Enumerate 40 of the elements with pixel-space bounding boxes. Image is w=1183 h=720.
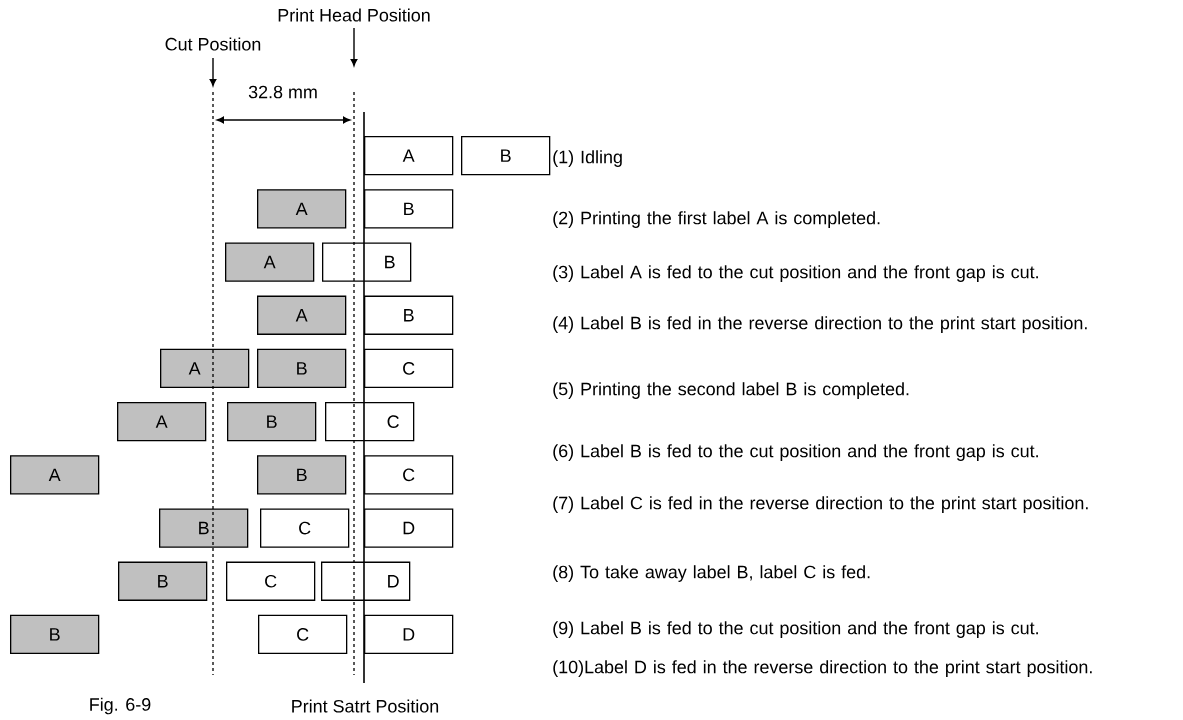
- label-box: B: [364, 295, 454, 335]
- label-box: B: [159, 508, 249, 548]
- label-box: C: [364, 348, 454, 389]
- label-box: A: [10, 455, 100, 495]
- label-box: B: [118, 561, 208, 601]
- label-box: B: [10, 614, 100, 655]
- label-box: B: [257, 348, 347, 389]
- label-box: B: [322, 242, 412, 282]
- label-box: B: [364, 189, 454, 229]
- step-text: (2) Printing the first label A is completed.: [553, 211, 880, 228]
- step-text: (8) To take away label B, label C is fed.: [553, 565, 870, 582]
- label-box: A: [225, 242, 315, 282]
- step-text: (4) Label B is fed in the reverse direction to the print start position.: [553, 316, 1087, 333]
- label-box: C: [325, 402, 415, 442]
- label-box: A: [257, 295, 347, 335]
- label-box: C: [226, 561, 316, 601]
- label-box: C: [258, 614, 348, 655]
- step-text: (9) Label B is fed to the cut position and the front gap is cut.: [553, 621, 1038, 638]
- step-text: (3) Label A is fed to the cut position and the front gap is cut.: [553, 265, 1038, 282]
- label-box: C: [260, 508, 350, 548]
- label-box: C: [364, 455, 454, 495]
- position-label: Print Satrt Position: [292, 699, 439, 713]
- step-text: (6) Label B is fed to the cut position and the front gap is cut.: [553, 444, 1038, 461]
- label-box: B: [257, 455, 347, 495]
- position-label: Print Head Position: [278, 8, 430, 22]
- step-text: (5) Printing the second label B is completed.: [553, 382, 909, 399]
- label-box: B: [461, 136, 551, 176]
- step-text: (7) Label C is fed in the reverse direction to the print start position.: [553, 496, 1088, 513]
- label-box: A: [160, 348, 250, 389]
- label-box: D: [364, 614, 454, 655]
- position-label: Cut Position: [165, 37, 261, 51]
- dimension-text: 32.8 mm: [248, 85, 317, 99]
- label-box: A: [364, 136, 454, 176]
- label-box: A: [257, 189, 347, 229]
- step-text: (10)Label D is fed in the reverse direction to the print start position.: [553, 660, 1092, 677]
- label-box: D: [321, 561, 411, 601]
- figure-caption: Fig. 6-9: [90, 697, 151, 715]
- label-box: A: [117, 402, 207, 442]
- label-box: B: [227, 402, 317, 442]
- label-box: D: [364, 508, 454, 548]
